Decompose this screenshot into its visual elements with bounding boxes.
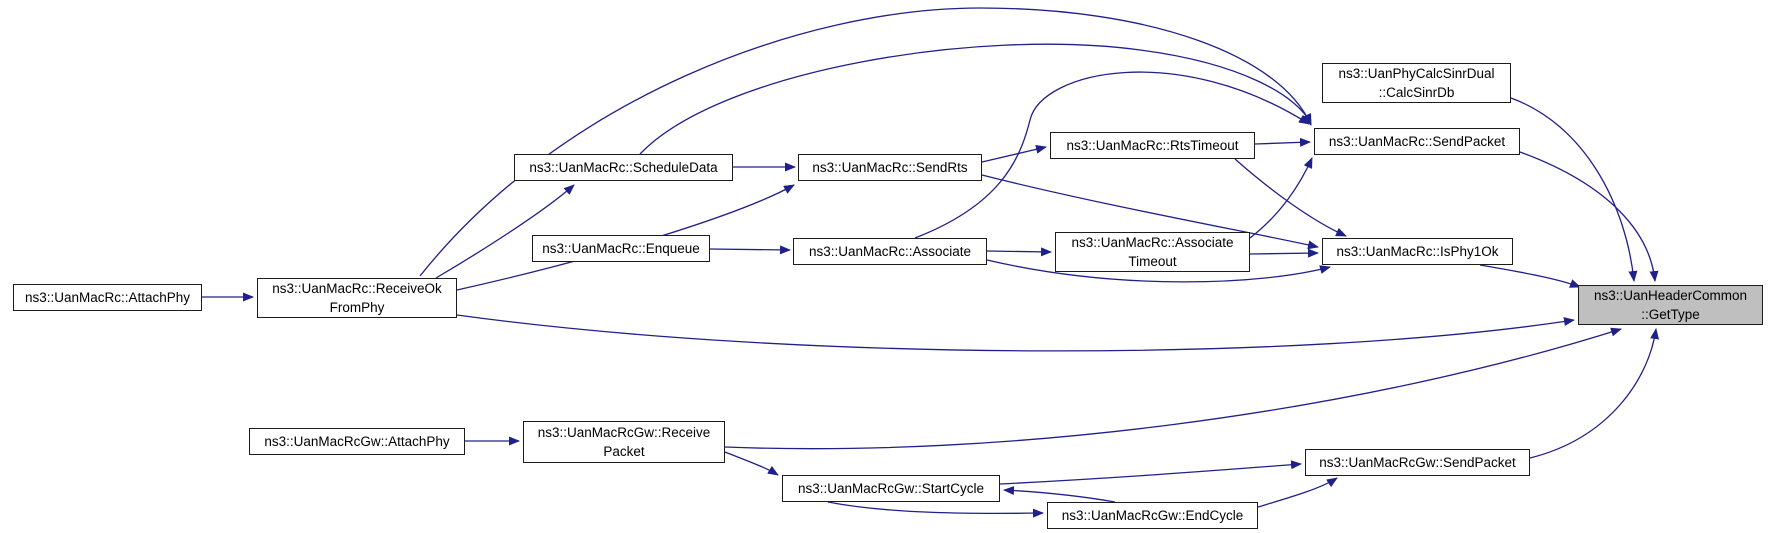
node-gw-startcycle[interactable]: ns3::UanMacRcGw::StartCycle [782, 475, 1000, 502]
node-rc-enqueue[interactable]: ns3::UanMacRc::Enqueue [532, 235, 710, 262]
node-rc-associate-label-line-1: ns3::UanMacRc::Associate [808, 244, 972, 259]
node-gw-sendpacket[interactable]: ns3::UanMacRcGw::SendPacket [1305, 449, 1530, 476]
edge-rc-rtstimeout-to-rc-sendpacket [1254, 137, 1311, 147]
edge-rc-receiveokfromphy-to-hc-gettype [456, 314, 1575, 352]
edge-rc-sendpacket-to-hc-gettype [1519, 151, 1659, 282]
edge-rc-sendrts-to-rc-rtstimeout [981, 144, 1047, 163]
edge-rc-sendrts-to-rc-isphy1ok [981, 174, 1319, 250]
node-gw-endcycle-label-line-1: ns3::UanMacRcGw::EndCycle [1061, 508, 1244, 523]
node-rc-rtstimeout-label-line-1: ns3::UanMacRc::RtsTimeout [1066, 138, 1239, 153]
node-rc-scheduledata-label-line-1: ns3::UanMacRc::ScheduleData [529, 160, 718, 175]
node-rc-isphy1ok-label-line-1: ns3::UanMacRc::IsPhy1Ok [1336, 244, 1499, 259]
node-rc-enqueue-label-line-1: ns3::UanMacRc::Enqueue [542, 241, 700, 256]
edge-gw-endcycle-to-gw-sendpacket [1257, 477, 1338, 508]
node-hc-gettype-label-line-1: ns3::UanHeaderCommon [1593, 288, 1748, 303]
edge-gw-receivepacket-to-gw-startcycle [724, 451, 779, 476]
node-phy-calcsinrdb[interactable]: ns3::UanPhyCalcSinrDual::CalcSinrDb [1322, 63, 1511, 103]
node-rc-sendrts[interactable]: ns3::UanMacRc::SendRts [798, 154, 982, 181]
edge-rc-associatetimeout-to-rc-sendpacket [1249, 157, 1313, 239]
node-gw-attachphy-label-line-1: ns3::UanMacRcGw::AttachPhy [264, 434, 450, 449]
node-rc-associatetimeout-label-line-1: ns3::UanMacRc::Associate [1071, 235, 1234, 250]
edge-rc-isphy1ok-to-hc-gettype [1479, 264, 1581, 288]
node-gw-startcycle-label-line-1: ns3::UanMacRcGw::StartCycle [797, 481, 985, 496]
edge-rc-associate-to-rc-sendpacket [914, 71, 1310, 239]
node-rc-attachphy[interactable]: ns3::UanMacRc::AttachPhy [13, 284, 202, 311]
node-rc-sendrts-label-line-1: ns3::UanMacRc::SendRts [812, 160, 968, 175]
edge-phy-calcsinrdb-to-hc-gettype [1510, 97, 1638, 282]
edge-rc-receiveokfromphy-to-rc-sendpacket [419, 7, 1312, 277]
edge-gw-startcycle-to-gw-sendpacket [999, 460, 1302, 485]
node-gw-endcycle[interactable]: ns3::UanMacRcGw::EndCycle [1047, 502, 1258, 529]
node-rc-isphy1ok[interactable]: ns3::UanMacRc::IsPhy1Ok [1322, 238, 1513, 265]
node-hc-gettype-label-line-2: ::GetType [1641, 307, 1700, 322]
edge-rc-associate-to-rc-associatetimeout [986, 247, 1052, 257]
node-rc-associatetimeout-label-line-2: Timeout [1128, 254, 1177, 269]
node-gw-receivepacket-label-line-2: Packet [603, 444, 645, 459]
node-rc-rtstimeout[interactable]: ns3::UanMacRc::RtsTimeout [1050, 132, 1255, 159]
edge-gw-endcycle-to-gw-startcycle [1003, 486, 1116, 503]
edge-rc-associate-to-rc-isphy1ok [986, 259, 1331, 283]
node-phy-calcsinrdb-label-line-1: ns3::UanPhyCalcSinrDual [1338, 66, 1495, 81]
node-hc-gettype: ns3::UanHeaderCommon::GetType [1578, 285, 1763, 325]
edge-gw-startcycle-to-gw-endcycle [827, 501, 1044, 518]
node-rc-sendpacket[interactable]: ns3::UanMacRc::SendPacket [1314, 128, 1520, 155]
node-rc-scheduledata[interactable]: ns3::UanMacRc::ScheduleData [514, 154, 733, 181]
node-phy-calcsinrdb-label-line-2: ::CalcSinrDb [1378, 85, 1455, 100]
edge-gw-receivepacket-to-hc-gettype [724, 327, 1622, 450]
edge-gw-sendpacket-to-hc-gettype [1529, 328, 1660, 459]
edge-rc-enqueue-to-rc-associate [709, 245, 791, 255]
edge-rc-scheduledata-to-rc-sendpacket [639, 43, 1312, 155]
node-rc-attachphy-label-line-1: ns3::UanMacRc::AttachPhy [24, 290, 191, 305]
edge-rc-receiveokfromphy-to-rc-scheduledata [435, 184, 575, 279]
node-gw-receivepacket-label-line-1: ns3::UanMacRcGw::Receive [537, 425, 711, 440]
node-rc-associate[interactable]: ns3::UanMacRc::Associate [793, 238, 987, 265]
edge-rc-rtstimeout-to-rc-isphy1ok [1234, 158, 1347, 237]
node-gw-sendpacket-label-line-1: ns3::UanMacRcGw::SendPacket [1319, 455, 1516, 470]
node-gw-attachphy[interactable]: ns3::UanMacRcGw::AttachPhy [249, 428, 465, 455]
node-rc-sendpacket-label-line-1: ns3::UanMacRc::SendPacket [1328, 134, 1506, 149]
node-rc-receiveokfromphy-label-line-2: FromPhy [329, 300, 385, 315]
edge-rc-associatetimeout-to-rc-isphy1ok [1249, 248, 1319, 258]
node-rc-receiveokfromphy-label-line-1: ns3::UanMacRc::ReceiveOk [272, 281, 442, 296]
